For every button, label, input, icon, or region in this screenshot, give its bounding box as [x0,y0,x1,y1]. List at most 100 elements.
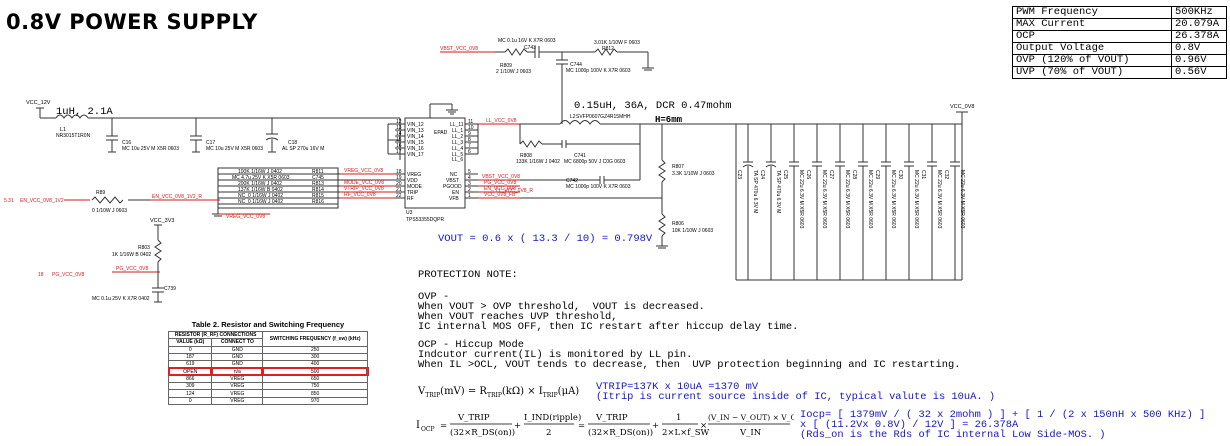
c744-ref: C744 [570,62,582,68]
cell-value: 124 [167,389,213,398]
ic-ctl-right: NC VBST PGOOD EN VFB 5 4 3 2 1 [443,169,471,202]
pin-ll-2: LL_2 [452,134,463,140]
vcc-0v8-label: VCC_0V8 [950,104,974,110]
l2-text: 0.15uH, 36A, DCR 0.47mohm [574,100,732,112]
ocp-line-1: OCP - Hiccup Mode [418,339,525,351]
ctl-net-labels: VREG_VCC_0V8 MODE_VCC_0V8 VTRIP_VCC_0V8 … [4,46,533,278]
r803-ref: R803 [138,245,150,251]
pin-num-3: 3 [468,181,471,187]
spec-label: Output Voltage [1012,42,1172,55]
r816-ref: R816 [312,199,324,205]
pin-num-7: 7 [468,143,471,149]
vtrip-mid: (mV) = R [440,386,487,397]
net-vreg-2: VREG_VCC_0V8 [226,214,265,220]
r808-ref: R808 [520,153,532,159]
net-vtrip: VTRIP_VCC_0V8 [344,186,384,192]
pin-ll-1: LL_1 [452,128,463,134]
u3-part: TPS53355DQPR [406,217,444,223]
pin-num-21: 21 [396,187,402,193]
r806-ref: R806 [672,221,684,227]
page-title: 0.8V POWER SUPPLY [6,10,258,34]
pin-vbst: VBST [446,178,459,184]
r816-val: NC_0 1/16W J 0402 [238,199,283,205]
pin-vin-12: VIN_12 [407,122,424,128]
c745-val: MC 4.7u 25V K X5R 0603 [232,175,290,181]
pin-num-2: 2 [468,187,471,193]
left-res-values: 100K 1/16W J 0402 MC 4.7u 25V K X5R 0603… [232,169,324,205]
output-cap-value: TA SP 470u 6.3V M [752,170,758,213]
c743-val: MC 0.1u 16V K X7R 0603 [498,38,556,44]
net-vreg: VREG_VCC_0V8 [344,168,383,174]
cell-value: 187 [167,352,213,362]
pin-en: EN [452,190,459,196]
f2-num: I_IND(ripple) [524,412,581,423]
spec-label: OCP [1012,30,1172,43]
net-pg-local: PG_VCC_0V8 [116,266,148,272]
f1-den: (32×R_DS(on)) [450,427,515,438]
ovp-line-3: When VOUT reaches UVP threshold, [418,311,618,323]
pin-num-18: 18 [396,169,402,175]
output-cap-ref: C25 [782,170,788,179]
c741-ref: C741 [574,153,586,159]
plus-1: + [514,421,521,431]
vtrip-v: V [418,386,426,397]
cell-frequency: 750 [262,382,368,391]
cell-value: OPEN [167,366,213,377]
l2-ref: L2 [570,114,576,120]
cell-connect: n/a [210,366,264,377]
spec-label: OVP (120% of VOUT) [1012,54,1172,67]
times: × [700,421,707,431]
spec-value: 20.079A [1171,18,1227,31]
pin-num-1: 1 [468,193,471,199]
f5-den: V_IN [739,428,762,438]
r89-val: 0 1/10W J 0603 [92,208,127,214]
net-ll-r: LL_VCC_0V8_R [496,188,533,194]
output-cap-ref: C24 [759,170,765,179]
r815-ref: R815 [312,193,324,199]
pin-trip: TRIP [407,190,419,196]
net-mode: MODE_VCC_0V8 [344,180,384,186]
cell-connect: GND [211,360,264,369]
ocp-line-3: When IL >OCL, VOUT tends to decrease, th… [418,359,961,371]
ctl-nets [64,51,520,273]
r807-ref: R807 [672,164,684,170]
output-cap-ref: C28 [851,170,857,179]
vtrip-formula: VTRIP(mV) = RTRIP(kΩ) × ITRIP(μA) [418,386,579,399]
resistor-table-caption: Table 2. Resistor and Switching Frequenc… [191,320,345,329]
cell-frequency: 650 [262,374,368,384]
cell-connect: VREG [211,382,264,391]
vtrip-sub: TRIP [425,392,441,399]
input-caps [106,118,279,153]
plus-2: + [652,421,659,431]
pg-sheet: 18 [38,272,44,278]
spec-value: 26.378A [1171,30,1227,43]
c16-val: MC 10u 25V M X5R 0603 [122,146,179,152]
c745-ref: C745 [312,175,324,181]
iocp-eq: = [440,421,447,431]
output-cap-value: MC 22u 6.3V M X5R 0603 [798,170,804,229]
head-frequency: SWITCHING FREQUENCY (f_sw) (kHz) [262,331,368,347]
net-vbst-top: VBST_VCC_0V8 [440,46,478,52]
cell-connect: VREG [211,389,264,398]
head-resistor: RESISTOR (R_RF) CONNECTIONS [167,330,264,340]
l1-part: NR3015T1R0N [56,133,91,139]
iocp-calc-2: x [ (11.2Vx 0.8V) / 12V ] = 26.378A [800,419,1019,431]
pin-vin-13: VIN_13 [407,128,424,134]
output-cap-ref: C26 [805,170,811,179]
c742-val: MC 1000p 100V K X7R 0603 [566,184,631,190]
f2-den: 2 [546,428,551,438]
output-cap-value: MC 22u 6.3V M X5R 0603 [867,170,873,229]
pin-epad: EPAD [434,130,448,136]
output-cap-ref: C27 [828,170,834,179]
c739-ref: C739 [164,286,176,292]
pin-vdd: VDD [407,178,418,184]
pin-vin-15: VIN_15 [407,140,424,146]
